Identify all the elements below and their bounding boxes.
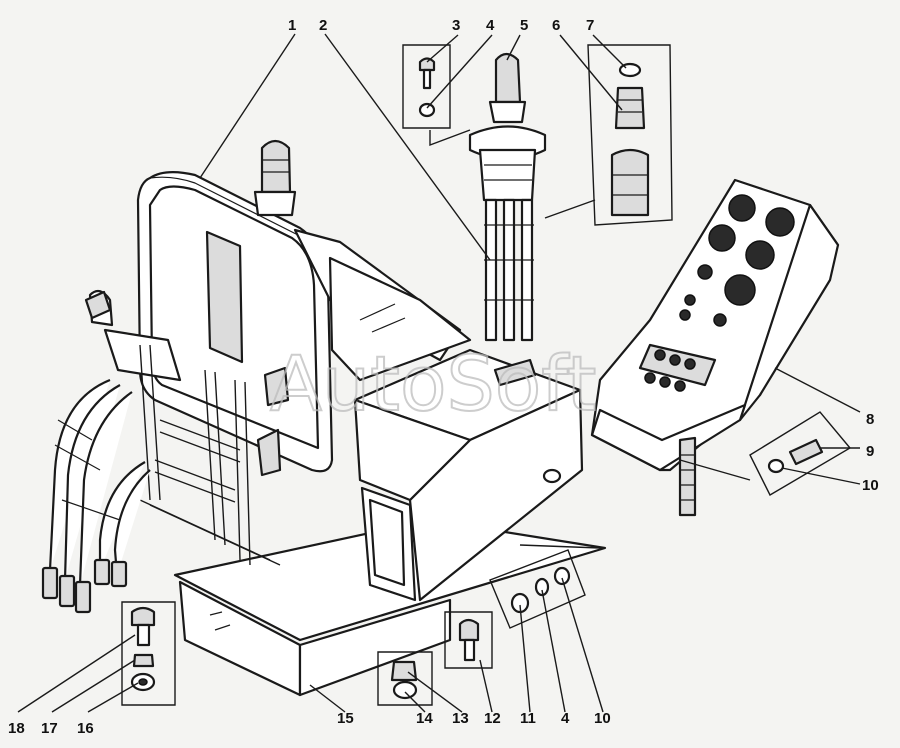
panel-bolt-inset [679, 411, 852, 496]
callout-2: 2 [319, 17, 327, 34]
nut-inset-13-14 [377, 651, 433, 706]
callout-8: 8 [866, 411, 874, 428]
callout-11: 11 [520, 710, 536, 727]
callout-5: 5 [520, 17, 528, 34]
callout-13: 13 [452, 710, 469, 727]
callout-18: 18 [8, 720, 25, 737]
callout-16: 16 [77, 720, 94, 737]
callout-6: 6 [552, 17, 560, 34]
right-console [353, 348, 584, 602]
washer-set-inset [489, 544, 601, 629]
leader-lines [17, 33, 861, 713]
callout-17: 17 [41, 720, 58, 737]
callout-3: 3 [452, 17, 460, 34]
bolt-washer-inset [402, 44, 471, 147]
callout-14: 14 [416, 710, 433, 727]
callout-1: 1 [288, 17, 296, 34]
upper-lever [253, 139, 297, 217]
fitting-inset [544, 44, 673, 226]
instrument-panel [590, 178, 840, 517]
callout-15: 15 [337, 710, 354, 727]
hydraulic-hoses [41, 378, 151, 614]
watermark: AutoSoft [270, 339, 596, 428]
bolt-inset-12 [444, 611, 493, 669]
callout-4: 4 [486, 17, 495, 34]
joystick-column [468, 52, 547, 342]
callout-12: 12 [484, 710, 501, 727]
seat-tube-frame [84, 289, 290, 566]
bolt-inset-16-18 [121, 601, 176, 706]
seat-housing [293, 228, 472, 382]
callout-9: 9 [866, 443, 874, 460]
callout-7: 7 [586, 17, 594, 34]
callout-10-bottom: 10 [594, 710, 611, 727]
callout-labels: 1 2 3 4 5 6 7 8 9 10 18 17 16 15 14 13 1… [8, 17, 879, 737]
callout-10: 10 [862, 477, 879, 494]
callout-4-bottom: 4 [561, 710, 570, 727]
